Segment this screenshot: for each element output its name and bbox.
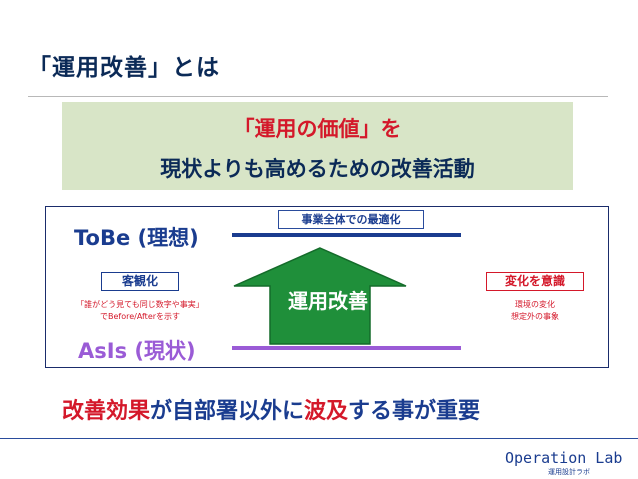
objectivity-box: 客観化 [101,272,179,291]
diagram-frame [45,206,609,368]
title-divider [28,96,608,97]
tobe-line [232,233,461,237]
definition-box [62,102,573,190]
tobe-label: ToBe (理想) [74,226,199,250]
change-note-2: 想定外の事象 [511,312,559,321]
change-note-1: 環境の変化 [515,300,555,309]
key-message: 改善効果が自部署以外に波及する事が重要 [62,393,480,425]
asis-line [232,346,461,350]
asis-label: AsIs (現状) [78,339,196,363]
brand-subtitle: 運用設計ラボ [548,468,590,476]
improvement-arrow-label: 運用改善 [288,289,368,313]
definition-line-2: 現状よりも高めるための改善活動 [160,157,475,181]
change-awareness-box: 変化を意識 [486,272,584,291]
definition-line-1: 「運用の価値」を [233,117,402,141]
objectivity-note-2: でBefore/Afterを示す [99,312,181,321]
brand-logo-text: Operation Lab [505,449,623,467]
overall-optimization-label: 事業全体での最適化 [278,210,424,229]
key-message-part-3: 波及 [304,399,349,424]
key-message-part-1: 改善効果 [62,399,151,424]
footer-divider [0,438,638,439]
improvement-arrow [233,247,407,345]
key-message-part-4: する事が重要 [348,399,481,424]
objectivity-note-1: 「誰がどう見ても同じ数字や事実」 [76,300,204,309]
key-message-part-2: が自部署以外に [150,399,305,424]
slide-title: 「運用改善」とは [28,55,220,81]
